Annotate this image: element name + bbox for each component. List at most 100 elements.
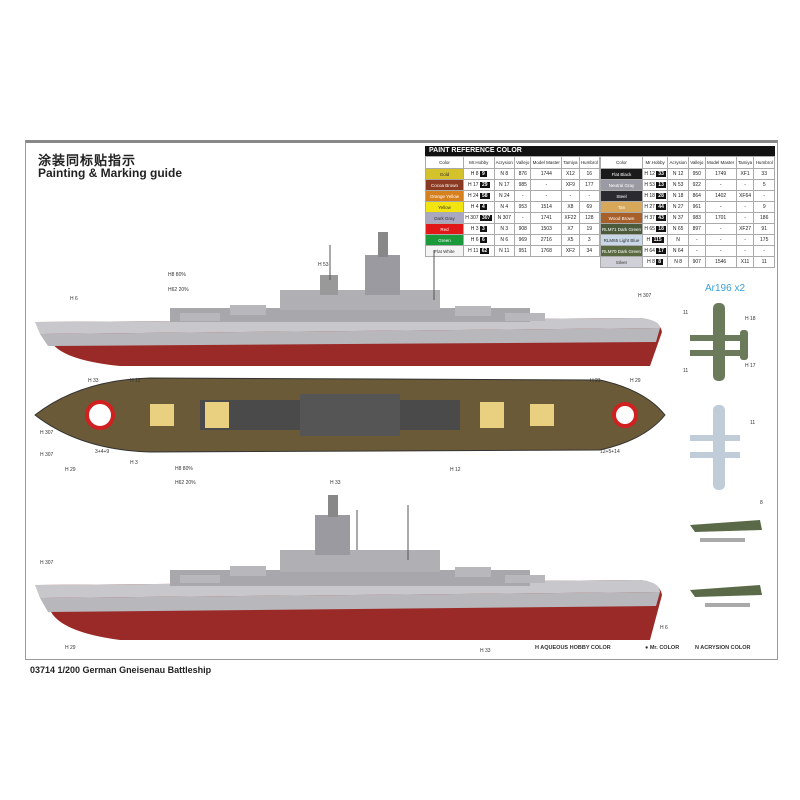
mr-hobby-code: H 8 8	[642, 256, 669, 268]
vallejo-cell: 951	[514, 245, 532, 257]
title-english: Painting & Marking guide	[38, 166, 183, 180]
callout: 8	[760, 500, 763, 506]
hobby-code: H 307	[465, 215, 479, 221]
color-swatch: Silver	[599, 256, 644, 268]
hobby-code: H 6	[470, 237, 479, 243]
callout: H 53	[318, 262, 329, 268]
mr-hobby-code: H 27 44	[642, 201, 669, 213]
mr-color-code: 9	[479, 171, 487, 177]
hobby-code: H 27	[644, 204, 655, 210]
humbrol-cell: 34	[578, 245, 601, 257]
tamiya-cell: XF2	[561, 245, 580, 257]
ship-side-view-top	[35, 232, 662, 366]
aircraft-label: Ar196 x2	[705, 283, 746, 294]
color-swatch: Green	[425, 234, 464, 246]
callout: H62 20%	[168, 287, 189, 293]
mr-color-code: 29	[479, 182, 490, 188]
callout: 11	[683, 310, 689, 316]
hobby-code: H 17	[467, 182, 479, 188]
callout: 11	[750, 420, 756, 426]
callout: H 17	[745, 363, 756, 369]
callout: H 33	[88, 378, 99, 384]
callout: H 29	[630, 378, 641, 384]
mr-color-code: 8	[656, 259, 664, 265]
guide-frame	[25, 140, 778, 660]
title-chinese: 涂装同标贴指示	[38, 153, 137, 168]
callout: H 307	[638, 293, 652, 299]
mm-cell: 1546	[704, 256, 737, 268]
mm-cell: 1768	[530, 245, 563, 257]
hobby-code: H 18	[644, 193, 655, 199]
mr-color-code: 33	[656, 171, 666, 177]
mr-color-code: 18	[656, 226, 666, 232]
callout: 12+5+14	[600, 449, 620, 455]
mr-color-code: 115	[651, 237, 664, 243]
callout: 11	[683, 368, 689, 374]
hobby-code: H 64	[644, 248, 655, 254]
mr-color-code: 3	[479, 226, 487, 232]
hobby-code: H 53	[644, 182, 655, 188]
mr-color-code: 4	[479, 204, 487, 210]
hobby-code: H 37	[644, 215, 655, 221]
mr-color-code: 62	[479, 248, 490, 254]
callout: H8 80%	[168, 272, 186, 278]
n-cell: N 53	[667, 179, 689, 191]
n-cell: N 64	[667, 245, 689, 257]
humbrol-cell: 11	[753, 256, 775, 268]
callout: H 21	[590, 378, 601, 384]
callout: H 6	[70, 296, 78, 302]
hobby-code: H	[646, 237, 651, 243]
vallejo-cell: 876	[514, 168, 532, 180]
callout: H62 20%	[175, 480, 196, 486]
legend-aqueous: H AQUEOUS HOBBY COLOR	[535, 645, 611, 651]
callout: H 12	[450, 467, 461, 473]
ship-top-view	[34, 377, 666, 453]
mr-color-code: 17	[656, 248, 666, 254]
mr-color-code: 44	[656, 204, 666, 210]
callout: H 33	[330, 480, 341, 486]
mr-hobby-code: H 115	[642, 234, 669, 246]
mr-color-code: 58	[479, 193, 490, 199]
callout: H 3	[130, 460, 138, 466]
aircraft-bottom-view	[690, 405, 740, 490]
paint-table-header: PAINT REFERENCE COLOR	[425, 146, 775, 156]
hobby-code: H 12	[644, 171, 655, 177]
callout: H 29	[65, 467, 76, 473]
hobby-code: H 11	[468, 248, 479, 254]
color-swatch: Gold	[425, 168, 464, 180]
callout: H 6	[660, 625, 668, 631]
mr-color-code: 28	[656, 193, 666, 199]
n-cell: N 65	[667, 223, 689, 235]
mr-color-code: 6	[479, 237, 487, 243]
mm-cell: -	[530, 190, 563, 202]
hobby-code: H 65	[644, 226, 655, 232]
hobby-code: H 3	[470, 226, 479, 232]
callout: H 307	[40, 452, 54, 458]
ship-side-view-bottom	[35, 495, 662, 640]
tamiya-cell: X11	[735, 256, 755, 268]
hobby-code: H 24	[467, 193, 479, 199]
mr-hobby-code: H 11 62	[463, 245, 495, 257]
aircraft-top-view	[690, 303, 748, 381]
mr-hobby-code: H 64 17	[642, 245, 669, 257]
legend-acrysion: N ACRYSION COLOR	[695, 645, 751, 651]
callout: H 33	[480, 648, 491, 654]
callout: 3+4+9	[95, 449, 110, 455]
callout: H 307	[40, 430, 54, 436]
callout: H 18	[745, 316, 756, 322]
humbrol-cell: 186	[753, 212, 775, 224]
mr-color-code: 13	[656, 182, 666, 188]
callout: H 307	[40, 560, 54, 566]
